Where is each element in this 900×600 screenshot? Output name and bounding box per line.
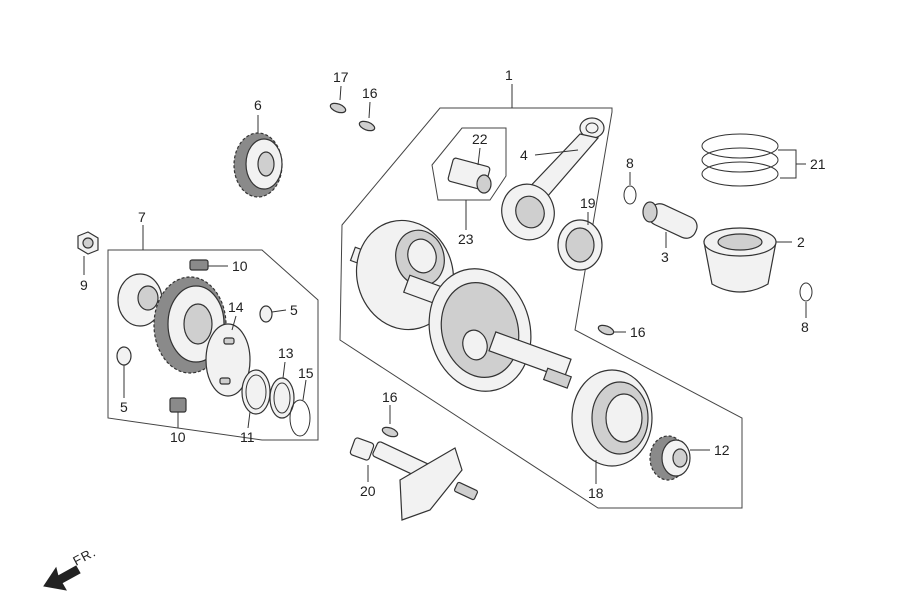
woodruff-key-17 — [329, 102, 347, 114]
callout-7: 7 — [138, 209, 146, 225]
nut — [77, 231, 99, 255]
callout-16-bottom: 16 — [382, 389, 398, 405]
spring-10-bottom — [169, 397, 187, 413]
woodruff-key-16-top — [358, 120, 376, 132]
callout-11: 11 — [240, 429, 255, 445]
pin-5-left — [116, 346, 132, 366]
connecting-rod — [501, 117, 605, 241]
piston — [703, 227, 777, 293]
callout-5-right: 5 — [290, 302, 298, 318]
callout-12: 12 — [714, 442, 730, 458]
front-direction-label: FR. — [70, 544, 98, 568]
piston-rings — [701, 133, 779, 187]
callout-9: 9 — [80, 277, 88, 293]
callout-3: 3 — [661, 249, 669, 265]
plate-14 — [205, 323, 251, 397]
callout-23: 23 — [458, 231, 474, 247]
callout-19: 19 — [580, 195, 596, 211]
main-bearing — [571, 369, 653, 467]
washer-13 — [269, 377, 295, 419]
callout-20: 20 — [360, 483, 376, 499]
callout-18: 18 — [588, 485, 604, 501]
callout-16-right: 16 — [630, 324, 646, 340]
callout-8-top: 8 — [626, 155, 634, 171]
crankshaft-assembly — [349, 219, 573, 392]
callout-15: 15 — [298, 365, 314, 381]
piston-pin — [642, 201, 698, 239]
circlip-8-bottom — [799, 282, 813, 302]
circlip-15 — [289, 399, 311, 437]
pin-5-right — [259, 305, 273, 323]
callout-8-bottom: 8 — [801, 319, 809, 335]
callout-14: 14 — [228, 299, 244, 315]
callout-1: 1 — [505, 67, 513, 83]
washer-11 — [241, 369, 271, 415]
callout-16-top: 16 — [362, 85, 378, 101]
woodruff-key-16-bottom — [381, 426, 399, 438]
pin-group-frame — [431, 127, 507, 201]
drive-gear — [233, 132, 283, 198]
spring-10-top — [189, 259, 209, 271]
woodruff-key-16-right — [597, 324, 615, 336]
crankshaft-group-frame — [339, 107, 743, 509]
callout-22: 22 — [472, 131, 488, 147]
callout-17: 17 — [333, 69, 349, 85]
callout-4: 4 — [520, 147, 528, 163]
timing-sprocket — [649, 435, 691, 481]
callout-6: 6 — [254, 97, 262, 113]
callout-10-bottom: 10 — [170, 429, 186, 445]
callout-10-top: 10 — [232, 258, 248, 274]
callout-21: 21 — [810, 156, 826, 172]
balancer-shaft — [349, 437, 479, 521]
front-direction-arrow-icon — [43, 565, 81, 591]
callout-5-left: 5 — [120, 399, 128, 415]
callout-2: 2 — [797, 234, 805, 250]
balancer-group-frame — [107, 249, 319, 441]
callout-13: 13 — [278, 345, 294, 361]
needle-bearing — [557, 219, 603, 271]
crank-pin — [447, 157, 492, 194]
circlip-8-top — [623, 185, 637, 205]
